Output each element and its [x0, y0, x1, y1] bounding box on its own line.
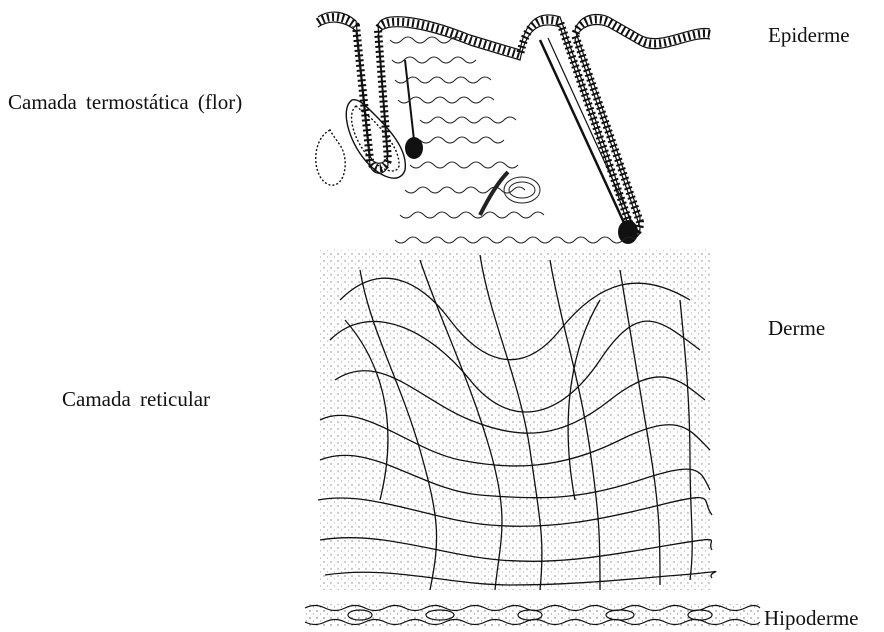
reticular-layer-fibres — [318, 250, 716, 590]
label-dermis: Derme — [768, 318, 825, 339]
hypodermis-layer — [305, 604, 760, 626]
label-epidermis: Epiderme — [768, 25, 850, 46]
label-hypodermis: Hipoderme — [764, 608, 858, 629]
label-reticular-layer: Camada reticular — [62, 389, 210, 410]
sebaceous-glands — [316, 100, 406, 186]
label-thermostatic-layer: Camada termostática (flor) — [8, 92, 242, 113]
papillary-layer-texture — [390, 37, 635, 243]
skin-cross-section-illustration — [290, 0, 770, 632]
